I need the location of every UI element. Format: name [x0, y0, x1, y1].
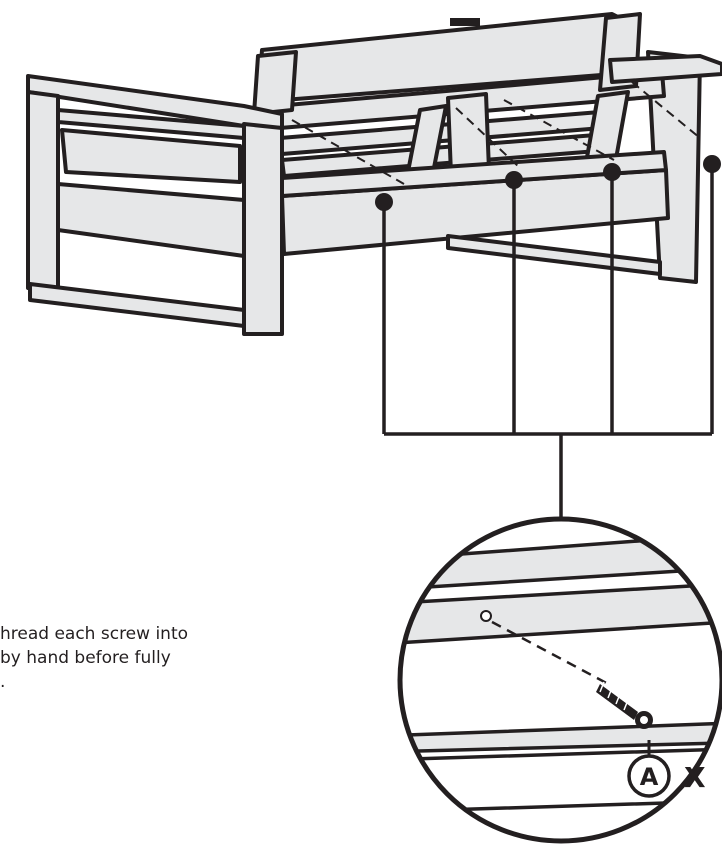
left-arm-cushion [60, 128, 242, 184]
part-letter: A [640, 763, 659, 791]
detail-rail-lower [400, 720, 722, 754]
right-arm-top [608, 54, 722, 84]
screw-marker-2 [505, 171, 523, 189]
screw-paths [291, 81, 701, 185]
rear-bottom-rail [446, 234, 662, 276]
instruction-line-2: by hand before fully [0, 648, 171, 668]
left-arm-outer-post [26, 90, 60, 292]
detail-rail-middle [400, 580, 722, 646]
detail-screw-path [491, 620, 613, 688]
sofa-frame [26, 12, 722, 336]
detail-zoom: A X [397, 516, 722, 844]
screw-marker-4 [703, 155, 721, 173]
screw-path-1 [291, 119, 405, 185]
backrest-left-post [252, 50, 298, 116]
instruction-line-1: hread each screw into [0, 624, 189, 644]
instruction-line-3: . [0, 672, 6, 692]
screw-marker-3 [603, 163, 621, 181]
part-badge [627, 754, 671, 798]
leader-lines [382, 164, 714, 522]
left-arm-seat-panel [56, 182, 246, 258]
pilot-hole-icon [480, 610, 492, 622]
instruction-text: hread each screw into by hand before ful… [0, 622, 300, 694]
detail-rail-bottom [400, 746, 722, 814]
front-seat-beam-top [280, 150, 668, 198]
backrest-clip [450, 18, 480, 26]
quantity-prefix: X [684, 761, 706, 794]
screw-marker-1 [375, 193, 393, 211]
screw-icon [596, 681, 653, 729]
screw-markers [375, 155, 721, 211]
left-front-post [242, 122, 284, 336]
screw-path-3 [503, 99, 615, 161]
left-arm-bottom-rail [28, 282, 246, 328]
